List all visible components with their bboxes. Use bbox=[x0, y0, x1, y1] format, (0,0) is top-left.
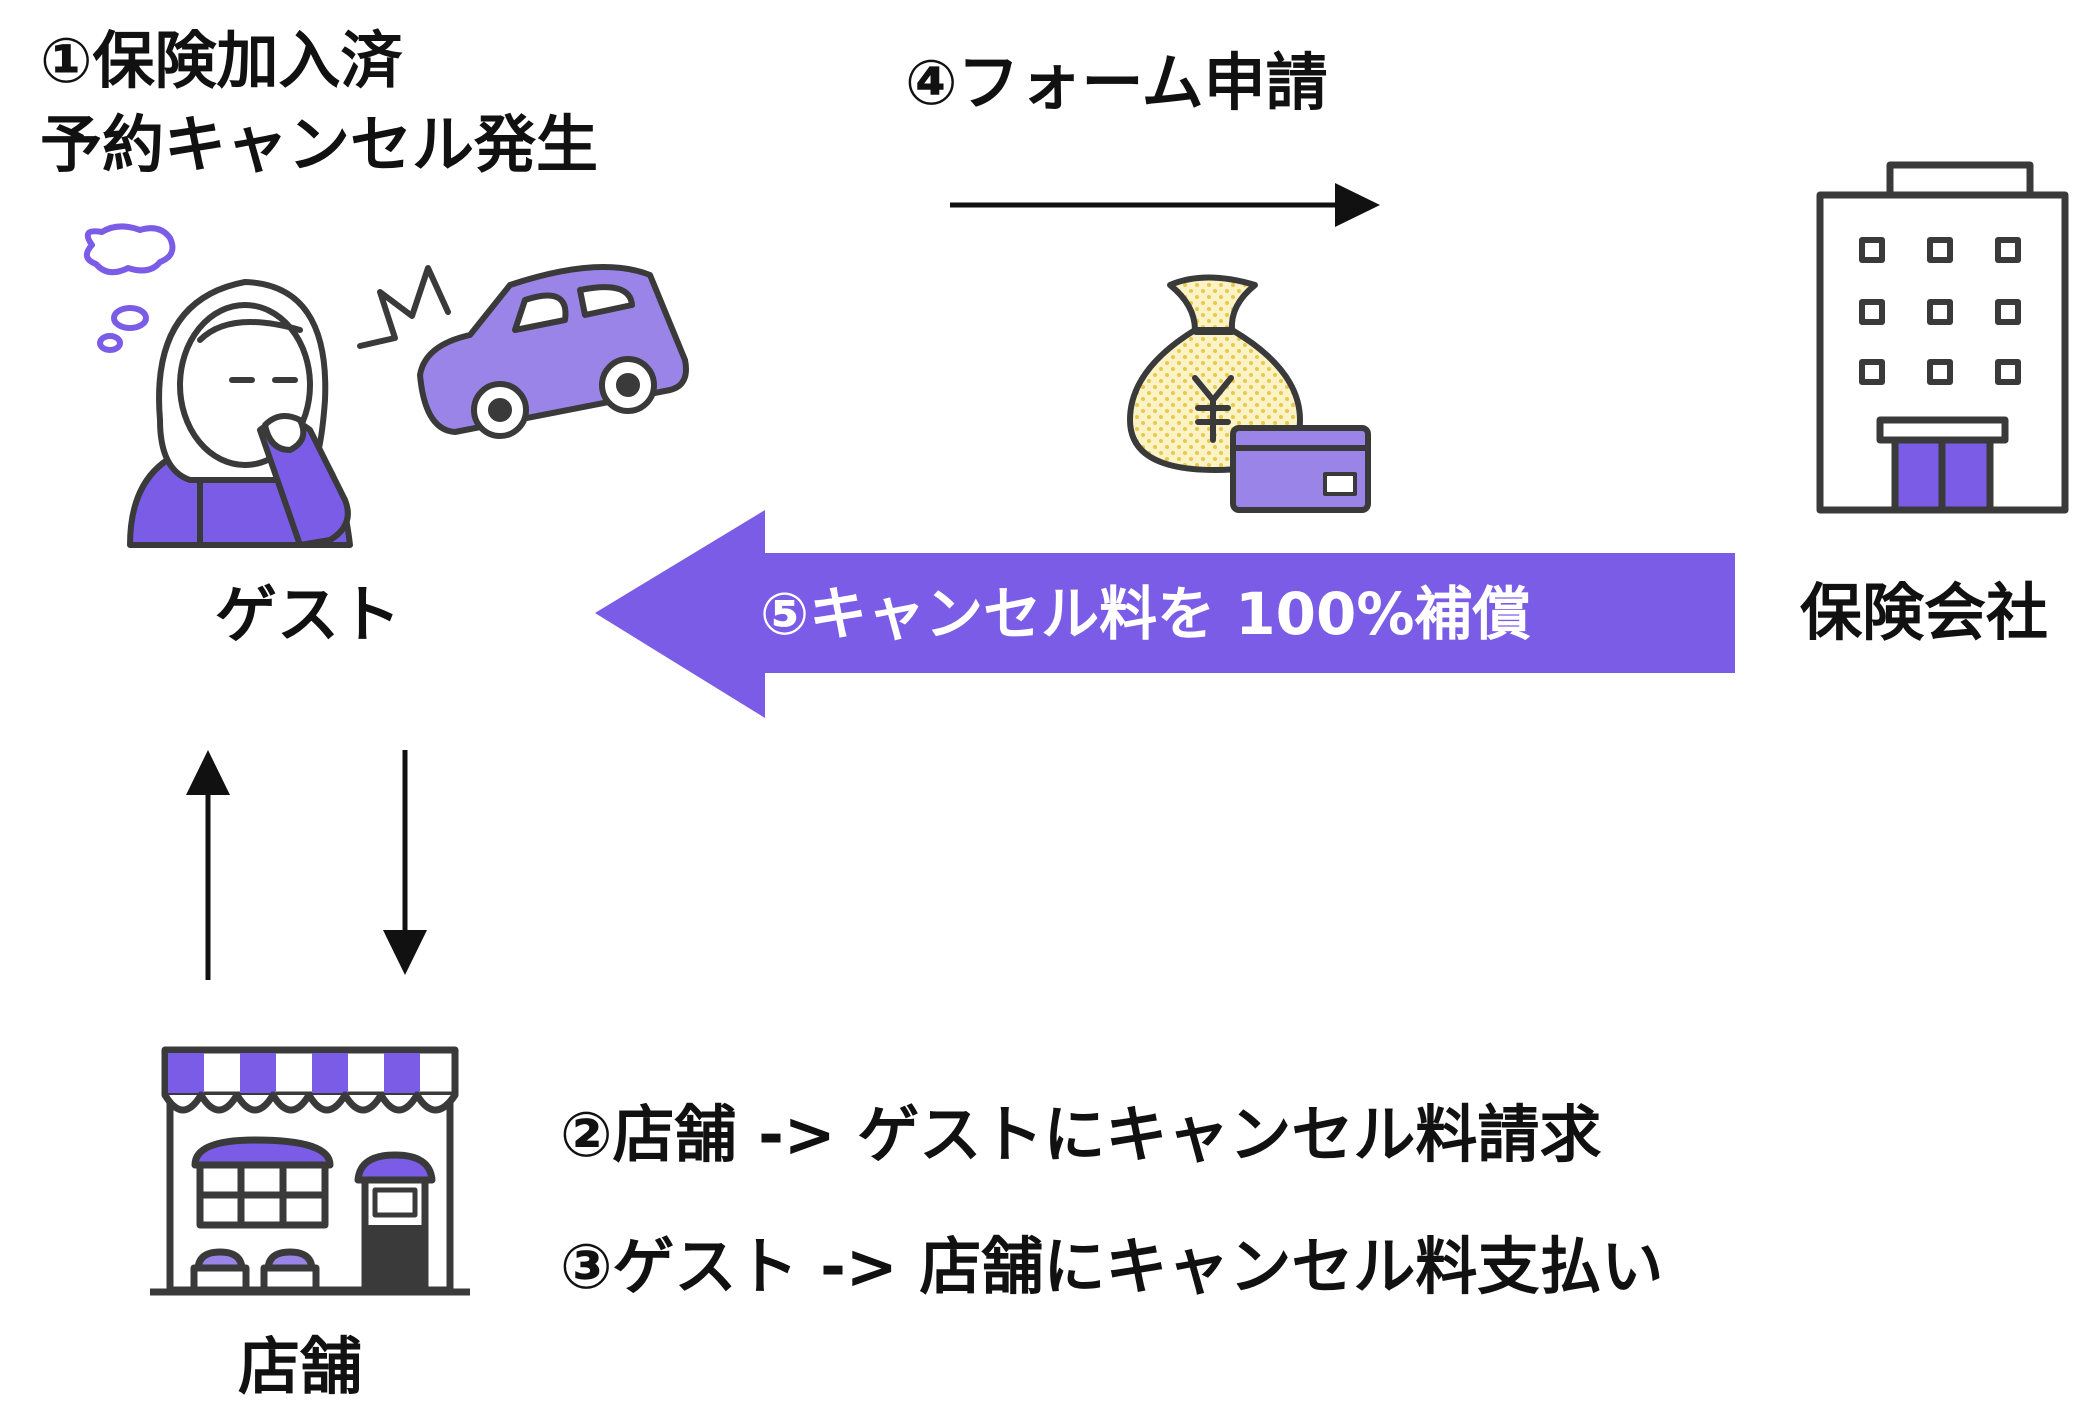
worried-person-icon bbox=[83, 223, 353, 548]
step4-label: ④フォーム申請 bbox=[905, 46, 1328, 119]
guest-label: ゲスト bbox=[215, 578, 402, 651]
step3-label: ③ゲスト -> 店舗にキャンセル料支払い bbox=[560, 1230, 1664, 1303]
insurer-label: 保険会社 bbox=[1800, 576, 2049, 649]
storefront-icon bbox=[150, 1046, 470, 1296]
payment-arrow-up bbox=[186, 750, 230, 980]
store-label: 店舗 bbox=[238, 1330, 363, 1403]
invoice-arrow-down bbox=[383, 750, 427, 975]
step1-title: ①保険加入済 bbox=[40, 24, 403, 97]
compensation-arrow bbox=[595, 510, 1735, 718]
form-arrow bbox=[950, 183, 1380, 227]
car-accident-icon bbox=[357, 264, 689, 439]
step5-label: ⑤キャンセル料を 100%補償 bbox=[760, 580, 1531, 648]
step2-label: ②店舗 -> ゲストにキャンセル料請求 bbox=[560, 1098, 1602, 1171]
step1-subtitle: 予約キャンセル発生 bbox=[40, 108, 599, 181]
yen-money-bag-and-card-icon bbox=[1127, 274, 1371, 513]
office-building-icon bbox=[1816, 161, 2069, 514]
